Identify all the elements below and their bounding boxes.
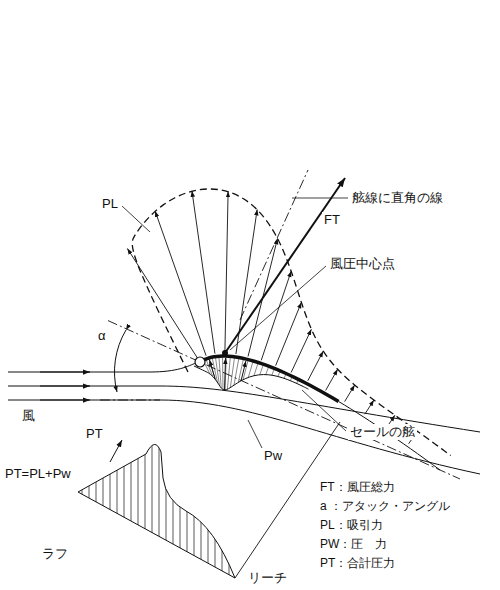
- part-name: セールの舷: [348, 424, 417, 440]
- hatch-line: [222, 430, 223, 590]
- leading-edge: [195, 357, 205, 367]
- hatch-line: [124, 430, 125, 590]
- hatching: [82, 430, 229, 590]
- pressure-hatch: [234, 358, 239, 386]
- leader-lines: [122, 198, 348, 448]
- streamlines: [8, 363, 480, 474]
- leader-line: [302, 390, 346, 431]
- pressure-envelope: [194, 366, 308, 390]
- sail-curve: [339, 401, 440, 470]
- key-entry: PL：吸引力: [318, 518, 385, 532]
- streamline: [8, 400, 480, 474]
- hatch-line: [145, 430, 146, 590]
- pressure-hatch: [254, 363, 258, 376]
- hatch-line: [194, 430, 195, 590]
- suction-arrow: [345, 385, 355, 402]
- angle-symbol: α: [96, 328, 108, 344]
- wind-arrow: [40, 400, 90, 401]
- wind-arrow: [40, 372, 90, 373]
- suction-arrows: [127, 189, 450, 456]
- key-entry: PW：圧 力: [318, 537, 389, 551]
- hatch-line: [229, 430, 230, 590]
- hatch-line: [152, 430, 153, 590]
- hatch-line: [138, 430, 139, 590]
- suction-arrow: [365, 400, 374, 414]
- pressure-hatch: [238, 358, 243, 382]
- hatch-line: [131, 430, 132, 590]
- pressure-hatch: [230, 357, 234, 388]
- attack-angle-arc: [114, 330, 126, 392]
- total-force-arrow: [225, 178, 345, 353]
- hatch-line: [166, 430, 167, 590]
- suction-arrow: [225, 191, 228, 353]
- hatch-line: [180, 430, 181, 590]
- suction-arrow: [326, 369, 338, 390]
- total-pressure-arrow: [110, 440, 122, 462]
- streamline: [8, 363, 196, 372]
- suction-arrow: [276, 302, 302, 365]
- pressure-hatch: [248, 361, 253, 377]
- leader-line: [248, 420, 262, 448]
- point-name: 風圧中心点: [328, 256, 397, 272]
- part-name: リーチ: [246, 570, 289, 586]
- key-entry: FT：風圧総力: [318, 480, 397, 494]
- suction-envelope: [132, 189, 450, 456]
- hatch-line: [117, 430, 118, 590]
- hatch-line: [215, 430, 216, 590]
- suction-arrow: [308, 351, 323, 381]
- pressure-arrow: [224, 358, 226, 390]
- wind-reference-line: [100, 400, 160, 401]
- suction-arrow: [192, 191, 215, 354]
- sail-curve: [200, 356, 339, 401]
- force-symbol: PL: [100, 196, 120, 212]
- wind-label: 風: [20, 408, 37, 424]
- suction-arrow: [291, 329, 311, 372]
- leader-line: [230, 266, 326, 350]
- pressure-hatch: [222, 356, 223, 390]
- pressure-arrow: [241, 361, 246, 381]
- normal-line: [240, 170, 308, 320]
- sail-section: [200, 356, 440, 470]
- hatch-line: [89, 430, 90, 590]
- pressure-hatch: [227, 356, 230, 389]
- pressure-hatch: [215, 357, 219, 386]
- line-name: 舷線に直角の線: [350, 190, 445, 206]
- force-symbol: PT: [84, 426, 105, 442]
- hatch-line: [208, 430, 209, 590]
- suction-arrow: [261, 271, 291, 360]
- hatch-line: [82, 430, 83, 590]
- hatch-line: [103, 430, 104, 590]
- hatch-line: [187, 430, 188, 590]
- key-entry: PT：合計圧力: [318, 556, 397, 570]
- hatch-line: [159, 430, 160, 590]
- hatch-line: [110, 430, 111, 590]
- part-name: ラフ: [40, 546, 70, 562]
- hatch-line: [96, 430, 97, 590]
- center-of-pressure: [222, 350, 228, 356]
- key-entry: a ：アタック・アングル: [318, 499, 452, 513]
- pressure-hatch: [225, 356, 226, 390]
- total-pressure-distribution: [78, 444, 235, 578]
- force-symbol: FT: [322, 212, 342, 228]
- pressure-arrow: [209, 360, 215, 379]
- leader-line: [122, 206, 150, 232]
- leader-line: [292, 198, 348, 199]
- hatch-line: [201, 430, 202, 590]
- pressure-hatch: [219, 356, 221, 388]
- force-symbol: Pw: [262, 448, 284, 464]
- formula: PT=PL+Pw: [3, 466, 73, 482]
- suction-arrow: [155, 211, 206, 356]
- hatch-line: [173, 430, 174, 590]
- wind-arrow: [40, 386, 90, 387]
